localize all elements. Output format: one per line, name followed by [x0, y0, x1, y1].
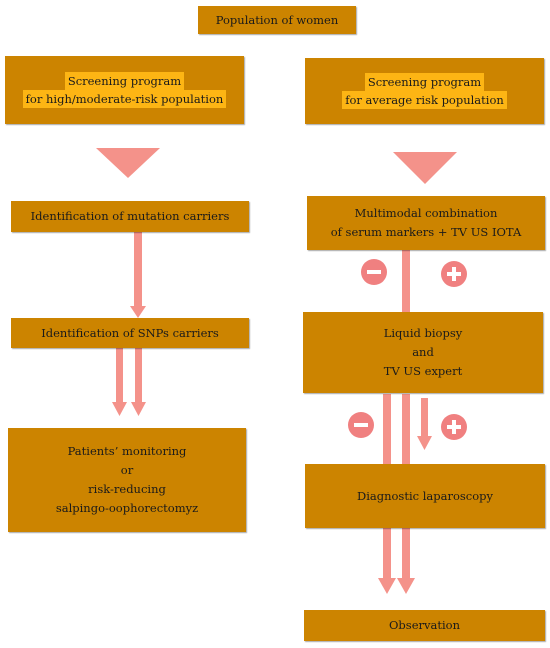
arrow-snps-to-monitoring-1 — [112, 348, 127, 416]
snps-carriers-label: Identification of SNPs carriers — [41, 325, 219, 340]
screening-avg-line-2: for average risk population — [342, 91, 507, 109]
arrow-mutation-to-snps — [130, 232, 146, 318]
screening-high-line-1: Screening program — [64, 72, 185, 90]
observation-box: Observation — [304, 610, 545, 641]
screening-high-risk-box: Screening program for high/moderate-risk… — [5, 56, 244, 124]
negative-sign-1 — [361, 259, 387, 285]
liquid-biopsy-box: Liquid biopsy and TV US expert — [303, 312, 543, 393]
triangle-arrow-left — [96, 148, 160, 178]
arrow-snps-to-monitoring-2 — [131, 348, 146, 416]
monitoring-line-4: salpingo-oophorectomyz — [55, 501, 199, 515]
multimodal-line-1: Multimodal combination — [354, 206, 498, 220]
liquid-line-2: and — [412, 345, 434, 359]
multimodal-box: Multimodal combination of serum markers … — [307, 196, 545, 250]
arrow-multimodal-to-liquid — [402, 250, 410, 312]
screening-average-risk-box: Screening program for average risk popul… — [305, 58, 544, 124]
monitoring-box: Patients’ monitoring or risk-reducing sa… — [8, 428, 246, 532]
triangle-arrow-right — [393, 152, 457, 184]
observation-label: Observation — [389, 618, 460, 632]
population-label: Population of women — [215, 12, 339, 27]
monitoring-line-1: Patients’ monitoring — [67, 444, 187, 458]
laparoscopy-label: Diagnostic laparoscopy — [356, 488, 494, 503]
arrow-liquid-to-laparoscopy — [417, 398, 432, 450]
snps-carriers-box: Identification of SNPs carriers — [11, 318, 249, 348]
liquid-line-3: TV US expert — [383, 364, 463, 378]
screening-avg-line-1: Screening program — [364, 73, 485, 91]
positive-sign-1 — [441, 261, 467, 287]
monitoring-line-2: or — [120, 463, 134, 477]
positive-sign-2 — [441, 414, 467, 440]
laparoscopy-box: Diagnostic laparoscopy — [305, 464, 545, 528]
negative-sign-2 — [348, 412, 374, 438]
mutation-carriers-box: Identification of mutation carriers — [11, 201, 249, 232]
population-box: Population of women — [198, 6, 356, 34]
mutation-carriers-label: Identification of mutation carriers — [30, 209, 230, 223]
monitoring-line-3: risk-reducing — [88, 482, 166, 496]
liquid-line-1: Liquid biopsy — [383, 326, 463, 340]
screening-high-line-2: for high/moderate-risk population — [22, 90, 227, 108]
multimodal-line-2: of serum markers + TV US IOTA — [330, 225, 522, 239]
